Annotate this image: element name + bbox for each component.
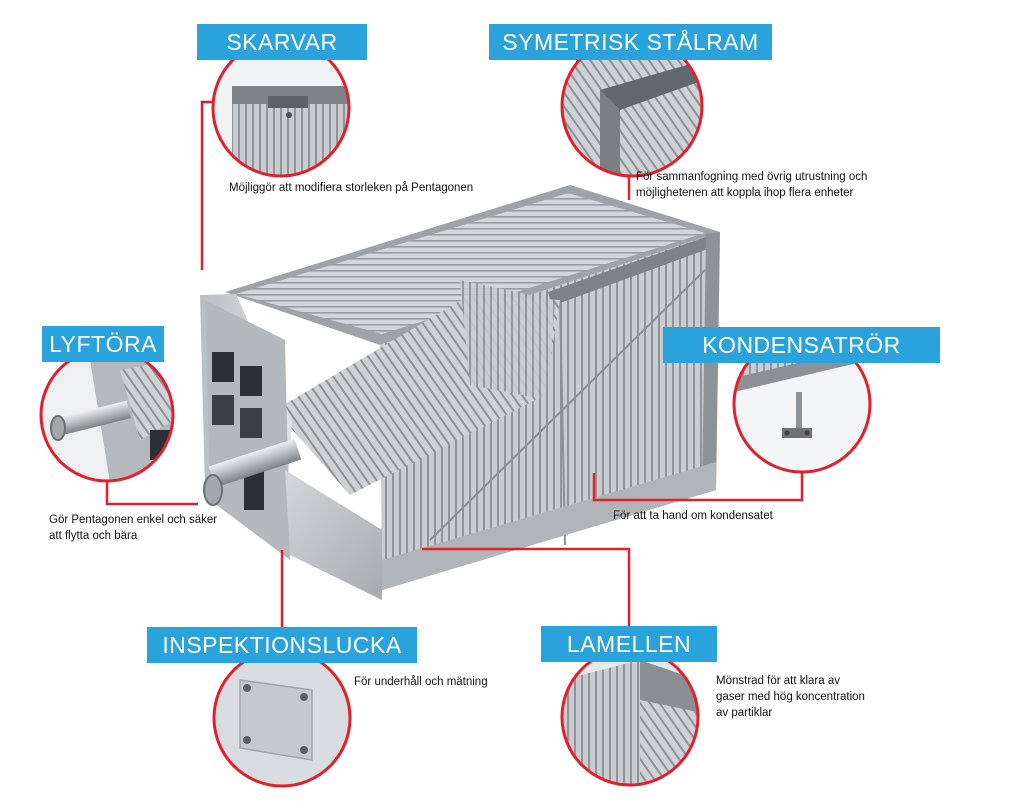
- label-kondensatror: KONDENSATRÖR: [663, 327, 940, 363]
- description-lamellen: Mönstrad för att klara av gaser med hög …: [716, 673, 906, 721]
- lifting-lug-pipe: [208, 438, 302, 488]
- heat-exchanger-unit: [200, 185, 720, 600]
- description-lyftora-line1: Gör Pentagonen enkel och säker: [49, 514, 218, 526]
- description-inspektionslucka: För underhåll och mätning: [354, 674, 534, 690]
- unit-top-fins: [236, 193, 705, 334]
- description-lamellen-line3: av partiklar: [716, 707, 773, 719]
- description-kondensatror-text: För att ta hand om kondensatet: [613, 510, 773, 522]
- leader-lamellen: [422, 547, 631, 626]
- description-skarvar: Möjliggör att modifiera storleken på Pen…: [229, 180, 529, 196]
- detail-circle-lamellen: [560, 647, 700, 787]
- description-lamellen-line2: gaser med hög koncentration: [716, 691, 865, 703]
- label-lamellen: LAMELLEN: [541, 626, 717, 662]
- detail-circle-skarvar: [211, 38, 351, 178]
- description-lamellen-line1: Mönstrad för att klara av: [716, 675, 840, 687]
- description-lyftora: Gör Pentagonen enkel och säker att flytt…: [49, 512, 249, 544]
- label-lyftora: LYFTÖRA: [42, 326, 164, 362]
- leader-lines: [105, 100, 804, 650]
- unit-end-flange: [548, 232, 720, 306]
- description-inspektionslucka-text: För underhåll och mätning: [354, 676, 488, 688]
- description-skarvar-text: Möjliggör att modifiera storleken på Pen…: [229, 182, 474, 194]
- leader-skarvar: [200, 100, 215, 270]
- label-skarvar: SKARVAR: [197, 24, 367, 60]
- leader-kondensatror: [592, 472, 804, 502]
- description-symetrisk-line2: möjlighetenen att koppla ihop flera enhe…: [636, 187, 854, 199]
- label-inspektionslucka: INSPEKTIONSLUCKA: [147, 627, 417, 663]
- description-lyftora-line2: att flytta och bära: [49, 530, 138, 542]
- description-kondensatror: För att ta hand om kondensatet: [613, 508, 833, 524]
- description-symetrisk-stalram: För sammanfogning med övrig utrustning o…: [636, 169, 936, 201]
- description-symetrisk-line1: För sammanfogning med övrig utrustning o…: [636, 171, 868, 183]
- detail-circle-inspektionslucka: [212, 648, 352, 788]
- leader-lyftora: [105, 480, 198, 506]
- detail-circle-lyftora: [39, 347, 175, 483]
- label-symetrisk-stalram: SYMETRISK STÅLRAM: [489, 24, 772, 60]
